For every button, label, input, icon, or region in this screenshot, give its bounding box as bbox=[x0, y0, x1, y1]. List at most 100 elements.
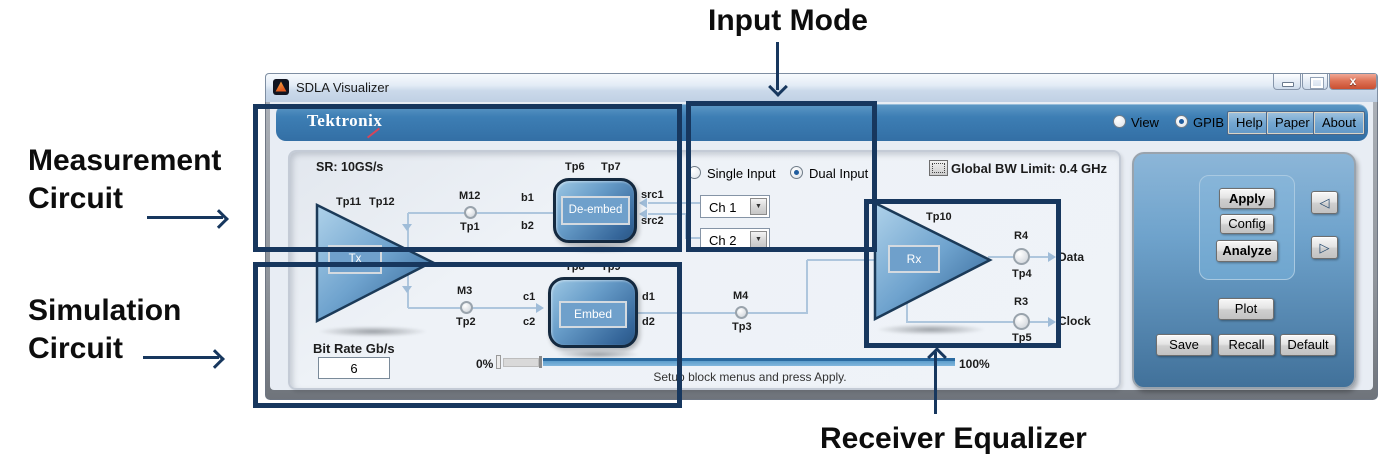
bit-rate-label: Bit Rate Gb/s bbox=[313, 341, 395, 356]
plot-button[interactable]: Plot bbox=[1218, 298, 1274, 320]
wire-arrow-into-embed bbox=[536, 303, 544, 313]
simulation-arrow-line bbox=[143, 356, 219, 359]
label-d2: d2 bbox=[642, 316, 655, 328]
view-radio[interactable] bbox=[1113, 115, 1126, 128]
deembed-block-button[interactable]: De-embed bbox=[561, 196, 630, 225]
label-data: Data bbox=[1058, 250, 1085, 264]
progress-left-label: 0% bbox=[476, 357, 494, 371]
next-button[interactable]: ▷ bbox=[1311, 236, 1338, 259]
label-src2: src2 bbox=[641, 215, 664, 227]
status-text: Setup block menus and press Apply. bbox=[653, 370, 847, 384]
label-src1: src1 bbox=[641, 189, 664, 201]
recall-button[interactable]: Recall bbox=[1218, 334, 1275, 356]
label-m3: M3 bbox=[457, 285, 473, 297]
diagram-panel bbox=[288, 150, 1121, 390]
wire-arrow-data bbox=[1048, 252, 1056, 262]
rx-shadow bbox=[876, 324, 986, 335]
wire-src2c bbox=[685, 237, 700, 239]
node-r3 bbox=[1013, 313, 1030, 330]
wire-rx-data2 bbox=[1030, 256, 1048, 258]
global-bw-icon[interactable] bbox=[929, 160, 948, 176]
progress-right-label: 100% bbox=[959, 357, 990, 371]
label-c1: c1 bbox=[523, 291, 536, 303]
wire-rx-clock-drop bbox=[906, 301, 908, 322]
label-r3: R3 bbox=[1014, 296, 1029, 308]
paper-button[interactable]: Paper bbox=[1267, 112, 1318, 134]
label-tp6: Tp6 bbox=[565, 161, 585, 173]
apply-button[interactable]: Apply bbox=[1219, 188, 1275, 209]
single-input-label: Single Input bbox=[707, 166, 776, 181]
config-button[interactable]: Config bbox=[1220, 214, 1274, 234]
label-tp11: Tp11 bbox=[336, 196, 362, 208]
global-bw-label: Global BW Limit: 0.4 GHz bbox=[951, 161, 1108, 176]
maximize-icon bbox=[1310, 77, 1324, 89]
node-r4 bbox=[1013, 248, 1030, 265]
receiver-equalizer-annotation: Receiver Equalizer bbox=[820, 422, 1087, 455]
label-b1: b1 bbox=[521, 192, 534, 204]
measurement-arrow-line bbox=[147, 216, 223, 219]
wire-row1 bbox=[408, 212, 553, 214]
input-mode-annotation: Input Mode bbox=[708, 4, 868, 37]
minimize-button[interactable] bbox=[1273, 74, 1301, 90]
view-radio-label: View bbox=[1131, 115, 1159, 130]
default-button[interactable]: Default bbox=[1280, 334, 1336, 356]
wire-src2a bbox=[648, 213, 686, 215]
receiver-arrow-line bbox=[934, 352, 937, 414]
sample-rate-label: SR: 10GS/s bbox=[316, 160, 384, 174]
label-b2: b2 bbox=[521, 220, 534, 232]
help-button[interactable]: Help bbox=[1228, 112, 1271, 134]
label-m4: M4 bbox=[733, 290, 749, 302]
wire-rx-clock2 bbox=[1030, 321, 1048, 323]
prev-button[interactable]: ◁ bbox=[1311, 191, 1338, 214]
simulation-circuit-annotation: Simulation Circuit bbox=[28, 294, 182, 365]
progress-track bbox=[503, 358, 539, 367]
label-tp1: Tp1 bbox=[460, 221, 480, 233]
analyze-button[interactable]: Analyze bbox=[1216, 240, 1278, 262]
progress-bar bbox=[543, 358, 955, 366]
wire-rise bbox=[806, 260, 808, 313]
wire-embed-out bbox=[638, 312, 808, 314]
app-icon bbox=[273, 79, 289, 95]
label-tp10: Tp10 bbox=[926, 211, 952, 223]
wire-arrow-down-1 bbox=[402, 224, 412, 231]
input-mode-arrow-line bbox=[776, 42, 779, 90]
label-m12: M12 bbox=[459, 190, 481, 202]
minimize-icon bbox=[1282, 82, 1294, 87]
label-tp12: Tp12 bbox=[369, 196, 395, 208]
dual-input-label: Dual Input bbox=[809, 166, 869, 181]
ch1-dropdown[interactable]: Ch 1 ▼ bbox=[700, 195, 770, 218]
simulation-arrow-head bbox=[205, 349, 225, 369]
label-d1: d1 bbox=[642, 291, 655, 303]
maximize-button[interactable] bbox=[1302, 74, 1328, 90]
node-m4 bbox=[735, 306, 748, 319]
gpib-radio-label: GPIB bbox=[1193, 115, 1225, 130]
wire-into-rx bbox=[807, 259, 875, 261]
label-clock: Clock bbox=[1058, 314, 1091, 328]
ch1-dropdown-value: Ch 1 bbox=[709, 200, 737, 215]
close-button[interactable]: x bbox=[1329, 74, 1377, 90]
embed-block-button[interactable]: Embed bbox=[559, 301, 627, 328]
bit-rate-input[interactable]: 6 bbox=[318, 357, 390, 379]
node-m3 bbox=[460, 301, 473, 314]
wire-src1 bbox=[648, 202, 700, 204]
window-titlebar bbox=[265, 73, 1378, 102]
wire-arrow-src1 bbox=[639, 198, 647, 208]
next-arrow-icon: ▷ bbox=[1319, 240, 1330, 255]
label-tp7: Tp7 bbox=[601, 161, 621, 173]
ch1-dropdown-arrow-icon[interactable]: ▼ bbox=[750, 198, 767, 215]
measurement-circuit-annotation: Measurement Circuit bbox=[28, 144, 222, 215]
embed-shadow bbox=[556, 350, 640, 359]
save-button[interactable]: Save bbox=[1156, 334, 1212, 356]
prev-arrow-icon: ◁ bbox=[1319, 195, 1330, 210]
tx-shadow bbox=[318, 326, 428, 337]
label-tp3: Tp3 bbox=[732, 321, 752, 333]
dual-input-radio[interactable] bbox=[790, 166, 803, 179]
rx-block-button[interactable]: Rx bbox=[888, 245, 940, 273]
ch2-dropdown-value: Ch 2 bbox=[709, 233, 737, 248]
about-button[interactable]: About bbox=[1314, 112, 1364, 134]
wire-arrow-src2 bbox=[639, 209, 647, 219]
gpib-radio[interactable] bbox=[1175, 115, 1188, 128]
close-icon: x bbox=[1349, 74, 1357, 88]
progress-slider-handle[interactable] bbox=[496, 355, 501, 369]
